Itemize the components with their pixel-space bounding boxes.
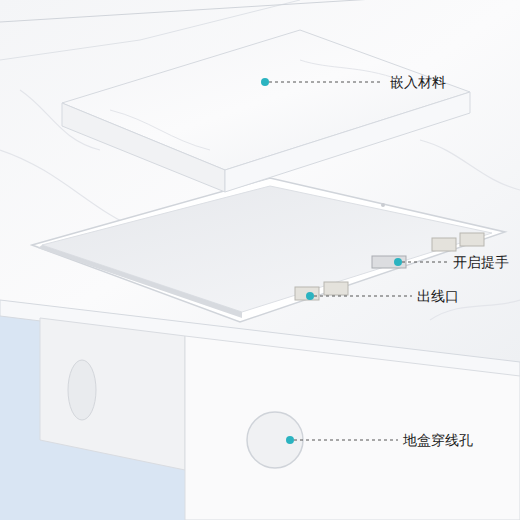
slab-seam xyxy=(0,0,520,22)
leader-line xyxy=(294,440,398,441)
outlet xyxy=(460,233,484,246)
part-label: 开启提手 xyxy=(451,253,511,271)
leader-line xyxy=(402,262,448,263)
countertop-surface xyxy=(0,0,520,362)
part-label: 嵌入材料 xyxy=(388,73,448,91)
part-label: 出线口 xyxy=(415,287,461,305)
leader-dot xyxy=(261,78,269,86)
leader-dot xyxy=(286,436,294,444)
marble-vein xyxy=(110,60,400,150)
outlet xyxy=(324,282,348,295)
leader-line xyxy=(269,82,383,83)
opening-frame xyxy=(32,178,505,322)
tray-lip xyxy=(38,245,242,318)
outlet xyxy=(432,238,456,251)
box-front xyxy=(185,336,520,520)
outlet xyxy=(295,287,319,300)
tray xyxy=(42,186,492,312)
leader-line xyxy=(314,296,412,297)
screw xyxy=(381,203,385,207)
side-knockout xyxy=(68,360,96,420)
box-side xyxy=(40,318,185,470)
leader-dot xyxy=(394,258,402,266)
leader-dot xyxy=(306,292,314,300)
part-label: 地盒穿线孔 xyxy=(401,431,475,449)
lift-handle xyxy=(372,256,406,268)
insert-panel-front xyxy=(225,92,470,192)
